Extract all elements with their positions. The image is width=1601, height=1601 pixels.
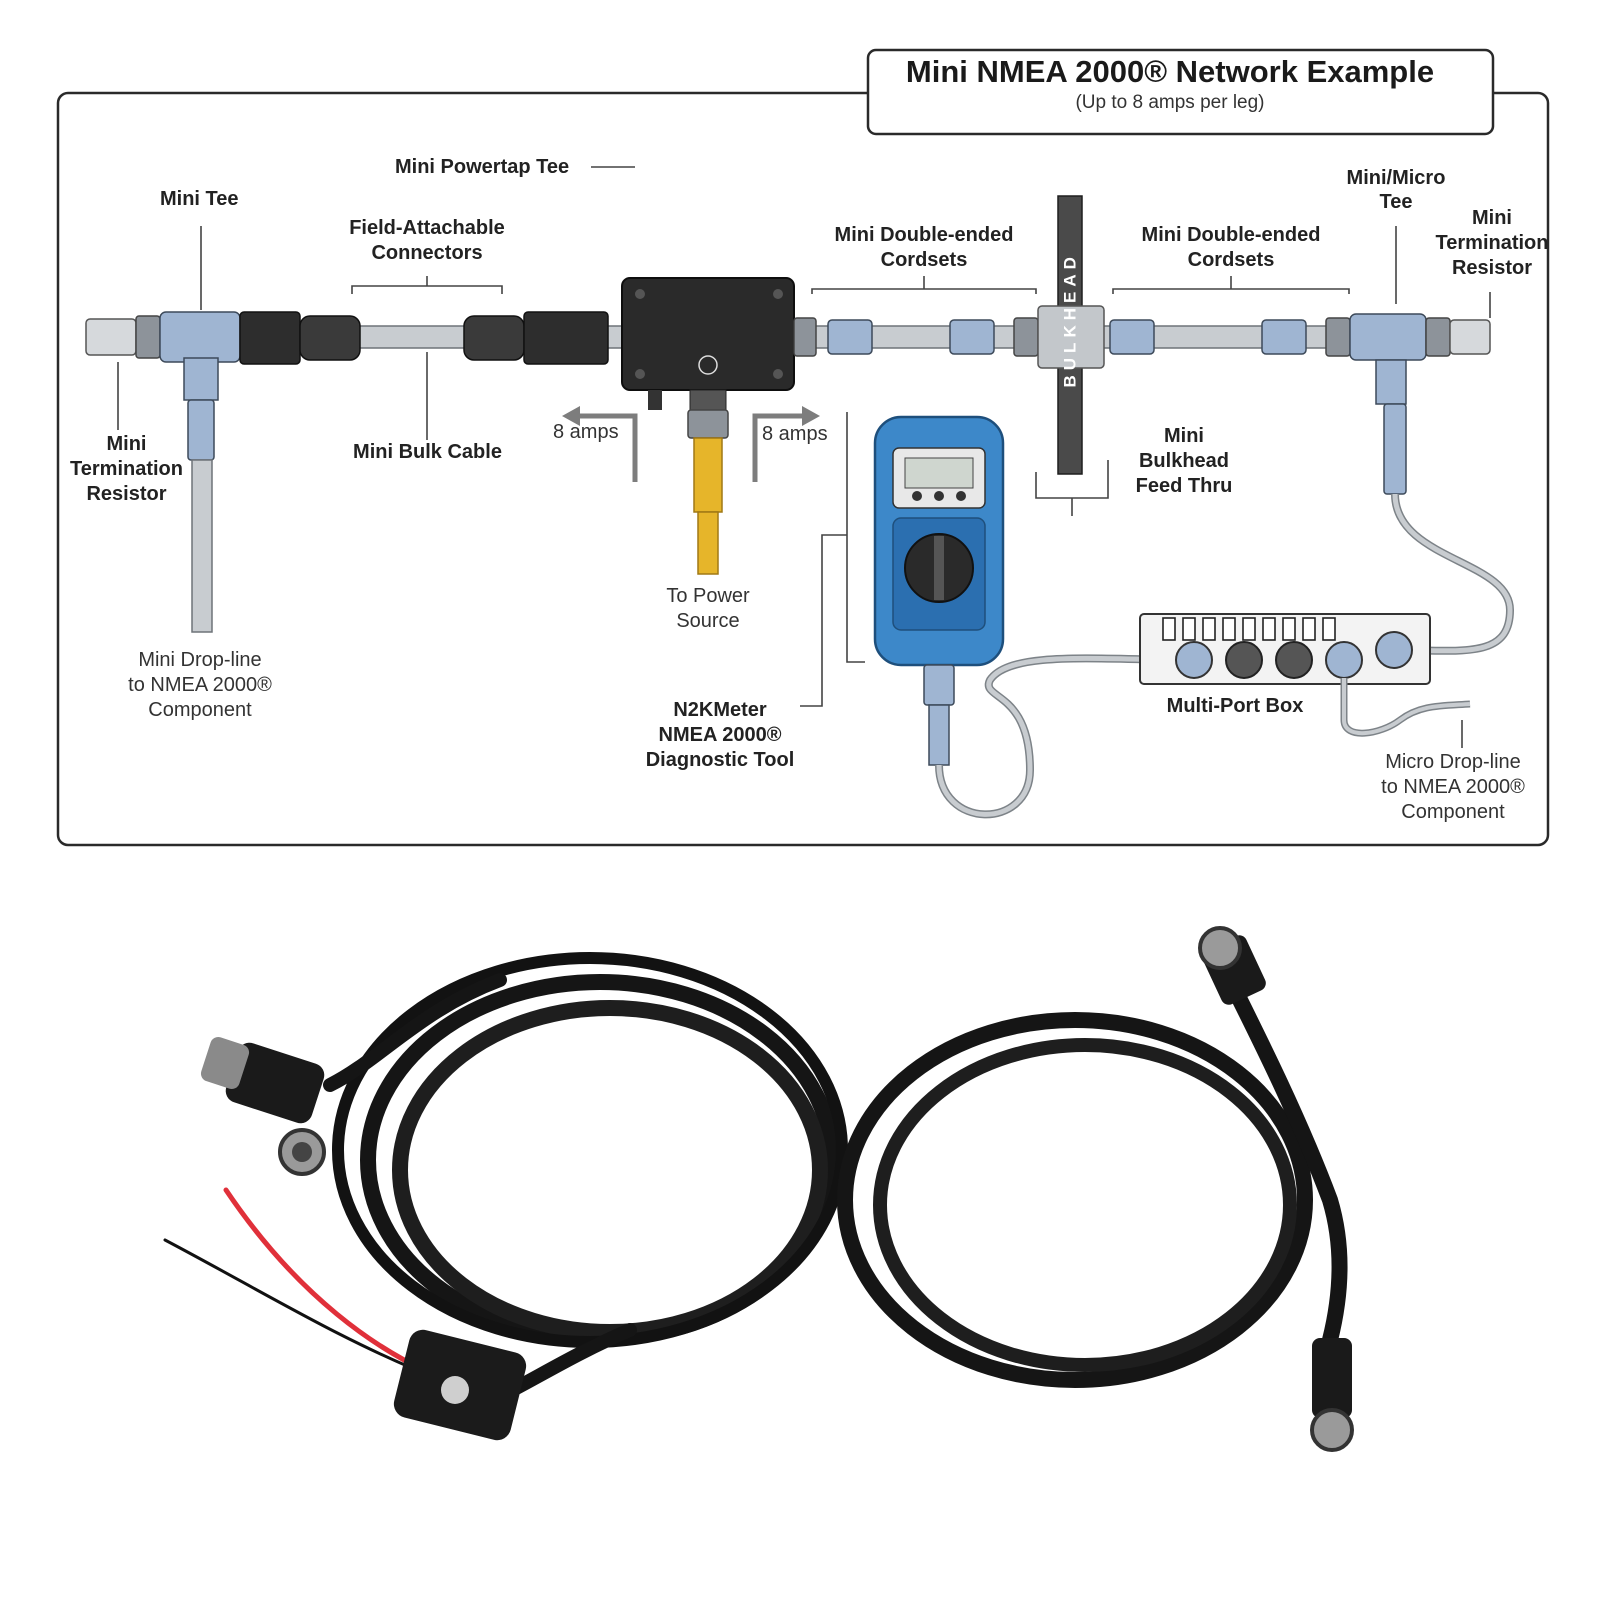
label-amps-right: 8 amps — [762, 423, 828, 445]
label-mini-bulk-cable: Mini Bulk Cable — [353, 441, 502, 463]
multiport-box — [1139, 613, 1471, 737]
label-micro-drop-3: Component — [1401, 801, 1505, 823]
label-micro-drop-2: to NMEA 2000® — [1381, 776, 1525, 798]
label-micro-drop-1: Micro Drop-line — [1385, 751, 1521, 773]
product-female-connector — [1198, 926, 1266, 1005]
label-mini-double-right-1: Mini Double-ended — [1141, 224, 1321, 246]
label-field-attachable-1: Field-Attachable — [349, 217, 505, 239]
diagram-subtitle: (Up to 8 amps per leg) — [1075, 92, 1265, 113]
leader-lines — [117, 166, 1491, 748]
label-to-power-2: Source — [676, 610, 740, 632]
label-mini-drop-3: Component — [148, 699, 252, 721]
product-powertap-cable — [163, 952, 848, 1417]
label-n2kmeter-2: NMEA 2000® — [658, 724, 782, 746]
product-male-connector — [1310, 1338, 1354, 1452]
label-mini-termination-left-2: Termination — [70, 458, 183, 480]
label-mini-micro-tee-2: Tee — [1379, 191, 1413, 213]
product-extension-cable — [837, 976, 1348, 1388]
product-fuse-holder — [393, 1329, 527, 1441]
amps-arrows — [576, 413, 806, 482]
label-mini-termination-right-2: Termination — [1435, 232, 1549, 254]
label-to-power-1: To Power — [666, 585, 750, 607]
label-n2kmeter-1: N2KMeter — [673, 699, 767, 721]
label-mini-termination-right-3: Resistor — [1451, 257, 1533, 279]
label-mini-termination-left-1: Mini — [106, 433, 147, 455]
n2kmeter-device — [873, 415, 1195, 819]
label-n2kmeter-3: Diagnostic Tool — [645, 749, 795, 771]
product-tee-connector — [200, 1037, 326, 1176]
label-bulkhead-feed-2: Bulkhead — [1138, 450, 1230, 472]
mini-tee-body — [159, 311, 241, 363]
label-bulkhead-feed-1: Mini — [1164, 425, 1204, 447]
backbone — [85, 195, 1515, 655]
label-mini-double-left-1: Mini Double-ended — [834, 224, 1014, 246]
diagram-title: Mini NMEA 2000® Network Example — [905, 54, 1435, 89]
diagram-title-box: Mini NMEA 2000® Network Example (Up to 8… — [870, 52, 1470, 132]
label-bulkhead: BULKHEAD — [1060, 252, 1080, 388]
label-mini-drop-2: to NMEA 2000® — [128, 674, 272, 696]
label-mini-double-left-2: Cordsets — [880, 249, 968, 271]
label-mini-micro-tee-1: Mini/Micro — [1346, 167, 1446, 189]
label-multiport-box: Multi-Port Box — [1166, 695, 1304, 717]
label-amps-left: 8 amps — [553, 421, 619, 443]
label-mini-termination-left-3: Resistor — [86, 483, 167, 505]
powertap-box — [621, 277, 795, 391]
label-mini-termination-right-1: Mini — [1472, 207, 1512, 229]
label-mini-tee: Mini Tee — [160, 188, 239, 210]
label-field-attachable-2: Connectors — [371, 242, 483, 264]
label-bulkhead-feed-3: Feed Thru — [1135, 475, 1233, 497]
label-mini-drop-1: Mini Drop-line — [138, 649, 262, 671]
label-mini-powertap-tee: Mini Powertap Tee — [395, 156, 570, 178]
title-box — [866, 48, 1495, 136]
label-mini-double-right-2: Cordsets — [1187, 249, 1275, 271]
